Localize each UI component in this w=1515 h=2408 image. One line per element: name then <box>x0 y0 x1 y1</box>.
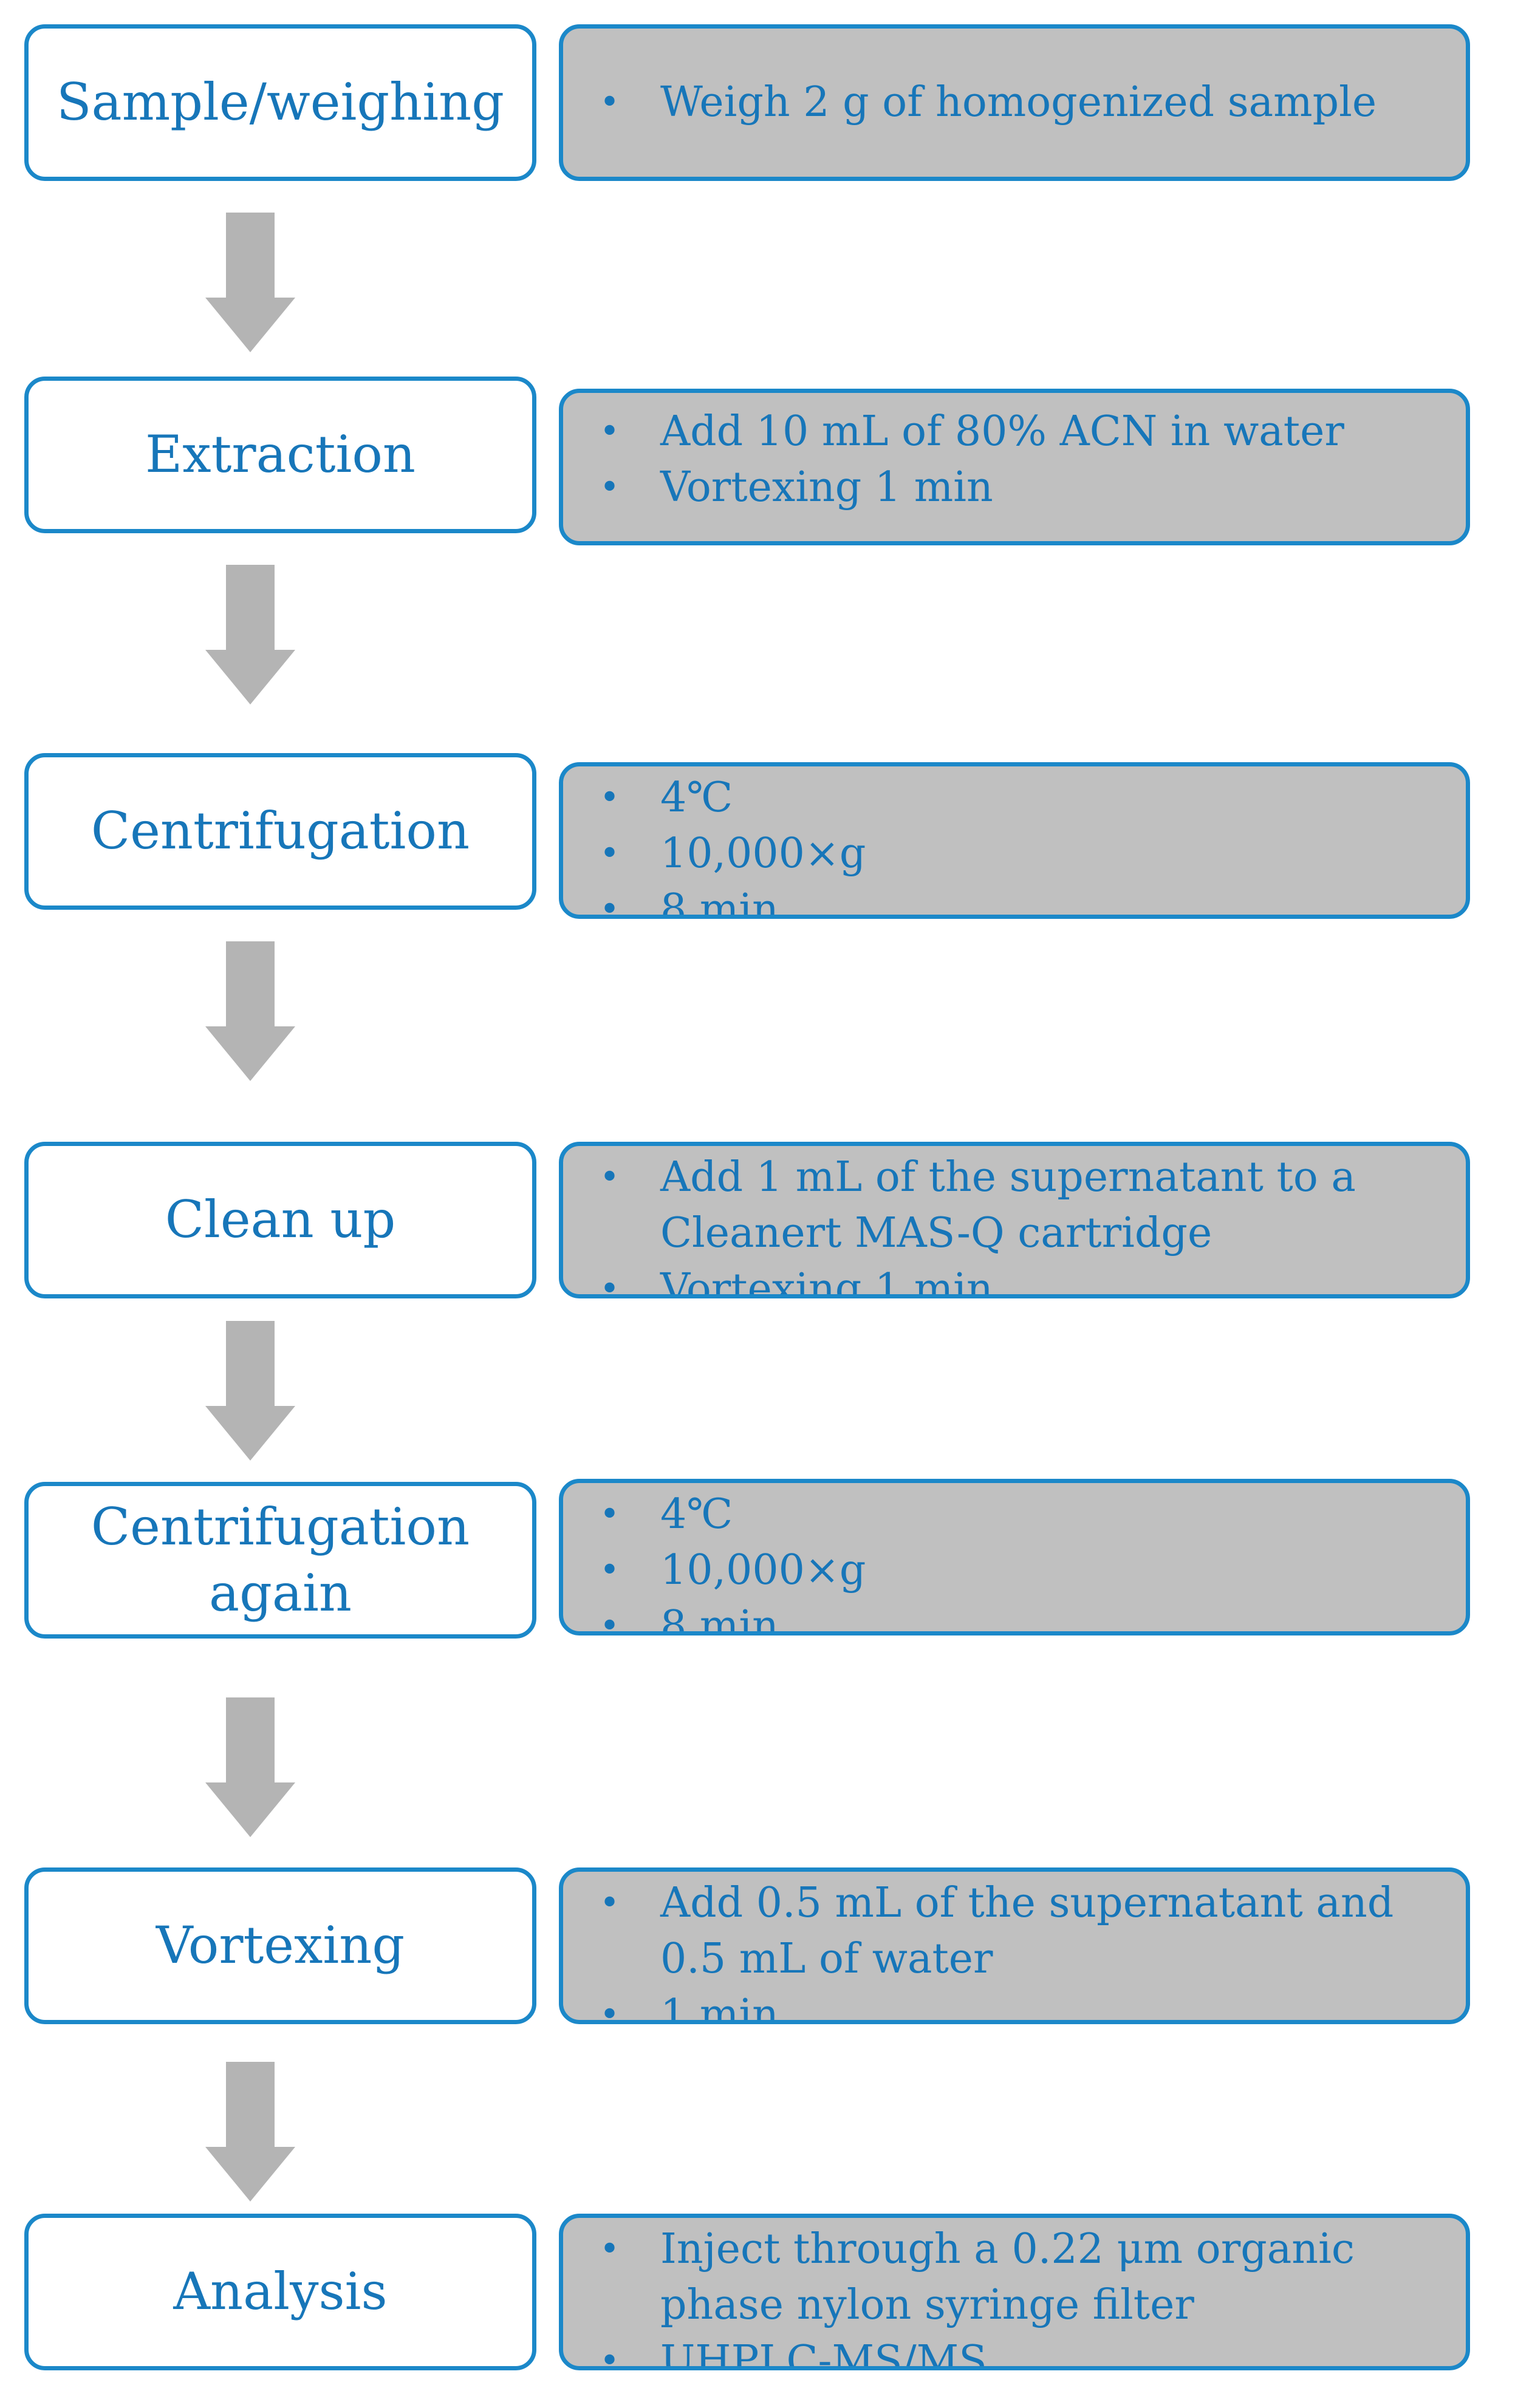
detail-list: Weigh 2 g of homogenized sample <box>593 75 1441 131</box>
detail-list: 4℃ 10,000×g 8 min <box>593 1487 1441 1631</box>
detail-list: Add 1 mL of the supernatant to a Cleaner… <box>593 1150 1441 1294</box>
step-label: Vortexing <box>156 1915 405 1976</box>
detail-item: Weigh 2 g of homogenized sample <box>593 75 1441 131</box>
detail-item: Add 1 mL of the supernatant to a Cleaner… <box>593 1150 1441 1261</box>
detail-item: UHPLC-MS/MS <box>593 2333 1441 2366</box>
step-box-sample-weighing: Sample/weighing <box>24 24 536 181</box>
detail-item: 10,000×g <box>593 1543 1441 1598</box>
detail-item: 1 min <box>593 1987 1441 2020</box>
detail-item: 10,000×g <box>593 826 1441 882</box>
detail-item: 4℃ <box>593 1487 1441 1543</box>
detail-item: 8 min <box>593 1598 1441 1631</box>
detail-list: Add 0.5 mL of the supernatant and 0.5 mL… <box>593 1875 1441 2020</box>
detail-list: Add 10 mL of 80% ACN in water Vortexing … <box>593 404 1441 516</box>
step-box-vortexing: Vortexing <box>24 1867 536 2024</box>
detail-item: 8 min <box>593 882 1441 915</box>
down-arrow-icon <box>205 1321 295 1461</box>
detail-box-centrifugation: 4℃ 10,000×g 8 min <box>559 762 1470 919</box>
step-box-analysis: Analysis <box>24 2214 536 2370</box>
step-box-centrifugation: Centrifugation <box>24 753 536 910</box>
detail-item: Vortexing 1 min <box>593 460 1441 516</box>
detail-item: Inject through a 0.22 μm organic phase n… <box>593 2222 1441 2333</box>
detail-item: 4℃ <box>593 770 1441 826</box>
detail-list: 4℃ 10,000×g 8 min <box>593 770 1441 915</box>
step-label: Centrifugation <box>91 801 470 861</box>
step-label: Analysis <box>173 2262 388 2322</box>
down-arrow-icon <box>205 941 295 1081</box>
detail-box-analysis: Inject through a 0.22 μm organic phase n… <box>559 2214 1470 2370</box>
detail-box-extraction: Add 10 mL of 80% ACN in water Vortexing … <box>559 389 1470 545</box>
step-label: Sample/weighing <box>56 72 504 132</box>
detail-item: Add 0.5 mL of the supernatant and 0.5 mL… <box>593 1875 1441 1987</box>
detail-box-sample-weighing: Weigh 2 g of homogenized sample <box>559 24 1470 181</box>
detail-item: Add 10 mL of 80% ACN in water <box>593 404 1441 460</box>
detail-box-vortexing: Add 0.5 mL of the supernatant and 0.5 mL… <box>559 1867 1470 2024</box>
detail-list: Inject through a 0.22 μm organic phase n… <box>593 2222 1441 2366</box>
step-label: Centrifugation again <box>91 1496 470 1623</box>
down-arrow-icon <box>205 213 295 352</box>
step-label: Clean up <box>165 1190 396 1250</box>
down-arrow-icon <box>205 565 295 704</box>
down-arrow-icon <box>205 1697 295 1837</box>
step-box-clean-up: Clean up <box>24 1142 536 1298</box>
step-box-centrifugation-again: Centrifugation again <box>24 1482 536 1639</box>
step-label: Extraction <box>145 425 416 485</box>
down-arrow-icon <box>205 2062 295 2202</box>
detail-box-clean-up: Add 1 mL of the supernatant to a Cleaner… <box>559 1142 1470 1298</box>
step-box-extraction: Extraction <box>24 377 536 533</box>
detail-item: Vortexing 1 min <box>593 1261 1441 1294</box>
detail-box-centrifugation-again: 4℃ 10,000×g 8 min <box>559 1479 1470 1635</box>
